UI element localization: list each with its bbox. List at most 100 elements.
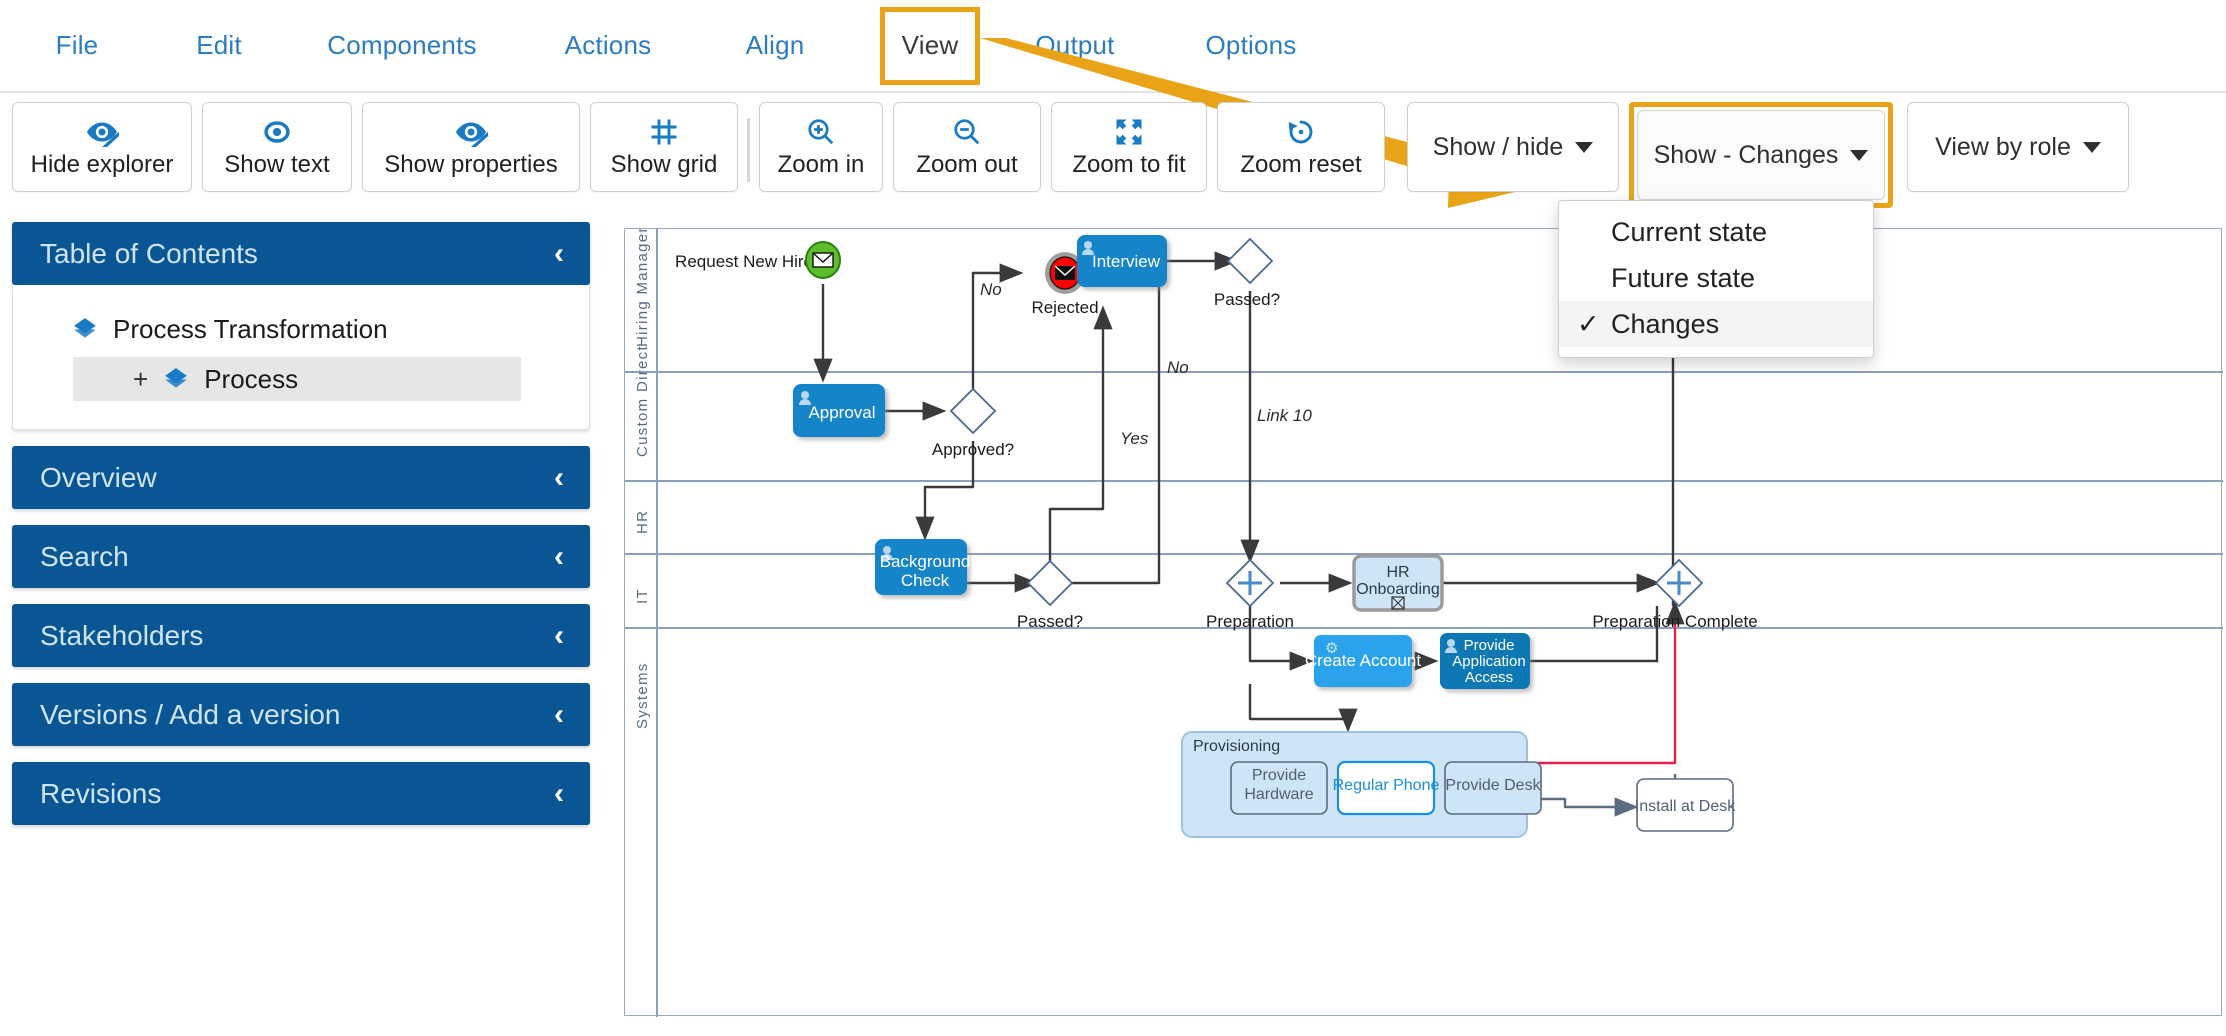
show-hide-dropdown-button[interactable]: Show / hide: [1407, 102, 1619, 192]
node-request-new-hire[interactable]: Request New Hire: [675, 241, 841, 279]
panel-versions: Versions / Add a version ‹: [12, 683, 590, 746]
node-label-request-new-hire: Request New Hire: [675, 252, 813, 271]
dropdown-item-changes[interactable]: ✓ Changes: [1559, 301, 1873, 347]
check-icon: ✓: [1577, 308, 1600, 339]
tree-item-label: Process Transformation: [113, 313, 388, 344]
panel-search: Search ‹: [12, 525, 590, 588]
node-approval[interactable]: Approval: [793, 384, 885, 437]
menu-item-components[interactable]: Components: [327, 30, 477, 60]
chevron-left-icon: ‹: [554, 539, 564, 573]
show-changes-dropdown-button[interactable]: Show - Changes: [1637, 110, 1885, 200]
menu-item-view[interactable]: View: [880, 6, 980, 85]
bpmn-diagram: Hiring Manager Custom Direct HR IT Syste…: [625, 229, 2223, 1017]
node-provide-desk[interactable]: Provide Desk: [1444, 761, 1542, 815]
flow-label-yes: Yes: [1120, 429, 1149, 448]
node-preparation[interactable]: Preparation: [1206, 558, 1294, 631]
panel-header-revisions[interactable]: Revisions ‹: [12, 762, 590, 825]
menu-item-file[interactable]: File: [55, 30, 99, 60]
node-install-at-desk[interactable]: Install at Desk: [1635, 778, 1736, 832]
lane-label-systems: Systems: [634, 662, 651, 729]
node-label-background-check-2: Check: [901, 571, 950, 590]
chevron-left-icon: ‹: [554, 697, 564, 731]
show-changes-dropdown-menu: Current state Future state ✓ Changes: [1558, 200, 1874, 358]
dropdown-item-label: Future state: [1611, 262, 1756, 293]
node-approved-gateway[interactable]: Approved?: [932, 387, 1014, 459]
node-label-hr-onboarding-2: Onboarding: [1356, 581, 1440, 598]
grid-icon: [648, 117, 680, 147]
hide-explorer-button[interactable]: Hide explorer: [12, 102, 192, 192]
zoom-out-label: Zoom out: [916, 151, 1018, 178]
zoom-in-button[interactable]: Zoom in: [759, 102, 883, 192]
show-grid-button[interactable]: Show grid: [590, 102, 738, 192]
sidebar: Table of Contents ‹ Process Transformati…: [12, 222, 590, 841]
menu-item-output[interactable]: Output: [1035, 30, 1115, 60]
diamond-stack-icon: [162, 366, 190, 392]
chevron-left-icon: ‹: [554, 776, 564, 810]
panel-title: Table of Contents: [40, 237, 258, 269]
menu-item-align[interactable]: Align: [745, 30, 805, 60]
node-label-regular-phone: Regular Phone: [1333, 777, 1440, 794]
menu-item-options[interactable]: Options: [1205, 30, 1297, 60]
node-rejected[interactable]: Rejected: [1031, 252, 1099, 317]
zoom-out-button[interactable]: Zoom out: [893, 102, 1041, 192]
panel-body-table-of-contents: Process Transformation + Process: [12, 285, 590, 430]
show-hide-label: Show / hide: [1432, 132, 1564, 161]
node-label-approval: Approval: [808, 403, 875, 422]
panel-header-table-of-contents[interactable]: Table of Contents ‹: [12, 222, 590, 285]
tree-item-process-transformation[interactable]: Process Transformation: [13, 307, 589, 351]
tree-item-process[interactable]: + Process: [73, 357, 521, 401]
panel-header-overview[interactable]: Overview ‹: [12, 446, 590, 509]
chevron-left-icon: ‹: [554, 618, 564, 652]
node-label-passed-2: Passed?: [1017, 612, 1083, 631]
menu-item-actions[interactable]: Actions: [564, 30, 652, 60]
diagram-canvas[interactable]: Hiring Manager Custom Direct HR IT Syste…: [624, 228, 2223, 1017]
node-label-provide-hardware-1: Provide: [1252, 767, 1306, 784]
lane-label-it: IT: [634, 588, 651, 604]
show-changes-highlight: Show - Changes: [1629, 102, 1893, 208]
node-passed-gateway-2[interactable]: Passed?: [1017, 559, 1083, 631]
show-text-button[interactable]: Show text: [202, 102, 352, 192]
zoom-to-fit-label: Zoom to fit: [1072, 151, 1186, 178]
node-label-approved: Approved?: [932, 440, 1014, 459]
panel-header-versions[interactable]: Versions / Add a version ‹: [12, 683, 590, 746]
panel-table-of-contents: Table of Contents ‹ Process Transformati…: [12, 222, 590, 430]
chevron-down-icon: [1850, 149, 1869, 161]
node-interview[interactable]: Interview: [1077, 235, 1167, 287]
dropdown-item-label: Current state: [1611, 216, 1768, 247]
show-properties-button[interactable]: Show properties: [362, 102, 580, 192]
chevron-left-icon: ‹: [554, 460, 564, 494]
zoom-in-label: Zoom in: [777, 151, 865, 178]
toolbar: Hide explorer Show text Show properties …: [0, 102, 2226, 208]
node-label-provide-app-3: Access: [1465, 669, 1513, 686]
magnifier-minus-icon: [951, 117, 983, 147]
lane-label-hr: HR: [634, 510, 651, 534]
node-background-check[interactable]: Background Check: [875, 539, 970, 595]
panel-title: Search: [40, 540, 129, 572]
change-flow: [1520, 600, 1685, 765]
node-hr-onboarding[interactable]: HR Onboarding: [1352, 554, 1444, 612]
node-preparation-complete[interactable]: Preparation Complete: [1592, 558, 1758, 631]
view-by-role-dropdown-button[interactable]: View by role: [1907, 102, 2129, 192]
lane-separators: [625, 229, 2223, 1017]
node-regular-phone[interactable]: Regular Phone: [1333, 760, 1440, 816]
zoom-to-fit-button[interactable]: Zoom to fit: [1051, 102, 1207, 192]
node-provide-application-access[interactable]: Provide Application Access: [1440, 633, 1530, 689]
node-label-rejected: Rejected: [1031, 298, 1098, 317]
node-provide-hardware[interactable]: Provide Hardware: [1230, 761, 1328, 815]
zoom-reset-button[interactable]: Zoom reset: [1217, 102, 1385, 192]
dropdown-item-current-state[interactable]: Current state: [1559, 209, 1873, 255]
panel-header-search[interactable]: Search ‹: [12, 525, 590, 588]
node-label-hr-onboarding-1: HR: [1386, 564, 1409, 581]
panel-header-stakeholders[interactable]: Stakeholders ‹: [12, 604, 590, 667]
expander-plus-icon[interactable]: +: [133, 363, 149, 394]
lane-label-custom-direct: Custom Direct: [634, 345, 651, 457]
node-label-provide-app-2: Application: [1452, 653, 1525, 670]
node-passed-gateway-1[interactable]: Passed?: [1214, 237, 1280, 309]
node-create-account[interactable]: ⚙ Create Account: [1305, 635, 1422, 687]
dropdown-item-future-state[interactable]: Future state: [1559, 255, 1873, 301]
menu-item-edit[interactable]: Edit: [196, 30, 242, 60]
gear-icon: ⚙: [1325, 640, 1338, 657]
tree-item-label: Process: [204, 363, 299, 394]
node-label-provide-desk: Provide Desk: [1445, 777, 1541, 794]
node-label-preparation-complete: Preparation Complete: [1592, 612, 1757, 631]
